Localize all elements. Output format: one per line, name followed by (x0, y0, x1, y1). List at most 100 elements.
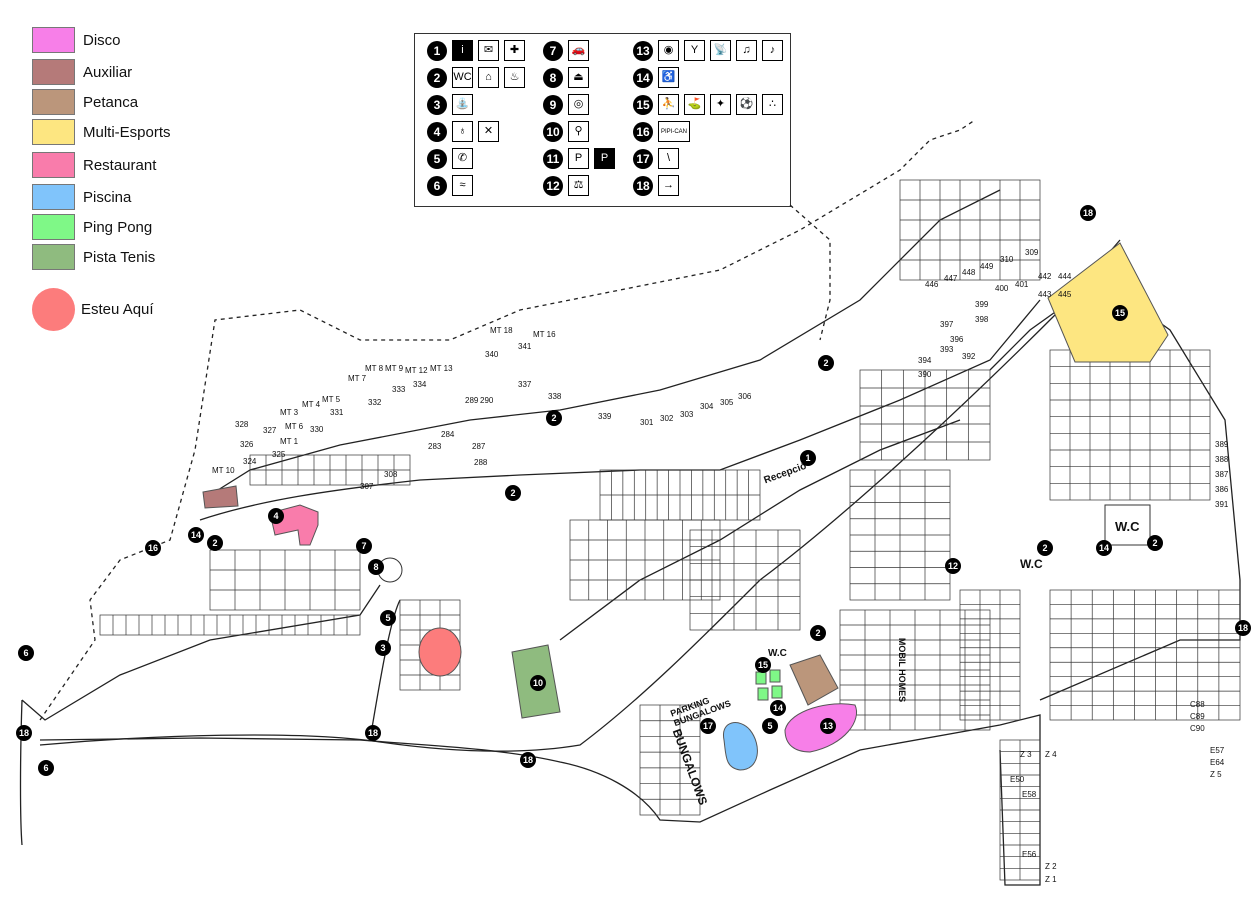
plot-label: 328 (235, 420, 249, 429)
map-marker-2: 2 (505, 485, 521, 501)
map-marker-15: 15 (755, 657, 771, 673)
map-marker-18: 18 (16, 725, 32, 741)
plot-label: 394 (918, 356, 932, 365)
plot-label: 307 (360, 482, 374, 491)
key-number: 14 (633, 67, 653, 88)
plot-label: 310 (1000, 255, 1014, 264)
plot-label: Z 1 (1045, 875, 1057, 884)
wheelchair-icon: ♿ (658, 67, 679, 88)
swatch (32, 89, 75, 115)
washing-machine-icon: ◎ (568, 94, 589, 115)
plot-label: E56 (1022, 850, 1037, 859)
map-marker-2: 2 (1037, 540, 1053, 556)
plot-label: MT 13 (430, 364, 453, 373)
plot-block (639, 704, 701, 816)
tennis-icon: ⚲ (568, 121, 589, 142)
main-road (39, 239, 1121, 752)
map-marker-13: 13 (820, 718, 836, 734)
plot-label: 308 (384, 470, 398, 479)
legend-item-pista-tenis: Pista Tenis (32, 244, 155, 270)
football-icon: ⚽ (736, 94, 757, 115)
plot-label: 448 (962, 268, 976, 277)
key-item-12: 12⚖ (543, 175, 589, 196)
plot-label: Z 4 (1045, 750, 1057, 759)
petanque-icon: ∴ (762, 94, 783, 115)
plot-label: E57 (1210, 746, 1225, 755)
legend-item-restaurant: Restaurant (32, 152, 156, 178)
plot-label: 399 (975, 300, 989, 309)
bar-icon: ♁ (452, 121, 473, 142)
minigolf-icon: ⛳ (684, 94, 705, 115)
map-marker-2: 2 (546, 410, 562, 426)
wc-label: W.C (1115, 519, 1140, 534)
plot-label: MT 1 (280, 437, 299, 446)
plot-label: 447 (944, 274, 958, 283)
map-marker-5: 5 (762, 718, 778, 734)
ping-pong-table (769, 669, 781, 683)
plot-label: C90 (1190, 724, 1205, 733)
key-item-6: 6≈ (427, 175, 473, 196)
plot-label: MT 9 (385, 364, 404, 373)
legend-item-multi-esports: Multi-Esports (32, 119, 171, 145)
plot-label: MT 6 (285, 422, 304, 431)
plot-label: 327 (263, 426, 277, 435)
iron-icon: ⏏ (568, 67, 589, 88)
plot-label: 304 (700, 402, 714, 411)
playground-icon: ⚖ (568, 175, 589, 196)
plot-label: 284 (441, 430, 455, 439)
disco-icon: ◉ (658, 40, 679, 61)
plot-label: 324 (243, 457, 257, 466)
legend-item-esteu-aqui: Esteu Aquí (32, 288, 154, 331)
plot-block (899, 179, 1041, 281)
wc-building (1104, 504, 1151, 546)
key-number: 4 (427, 121, 447, 142)
legend-item-ping-pong: Ping Pong (32, 214, 152, 240)
plot-block (1049, 589, 1241, 721)
map-marker-8: 8 (368, 559, 384, 575)
map-marker-16: 16 (145, 540, 161, 556)
plot-label: 401 (1015, 280, 1029, 289)
plot-label: MT 16 (533, 330, 556, 339)
plot-label: 337 (518, 380, 532, 389)
plot-label: MT 7 (348, 374, 367, 383)
music-icon: ♫ (736, 40, 757, 61)
telephone-icon: ✆ (452, 148, 473, 169)
plot-label: 400 (995, 284, 1009, 293)
map-marker-7: 7 (356, 538, 372, 554)
plot-label: 398 (975, 315, 989, 324)
plot-label: 442 (1038, 272, 1052, 281)
key-item-10: 10⚲ (543, 121, 589, 142)
cocktail-icon: Y (684, 40, 705, 61)
key-number: 7 (543, 40, 563, 61)
plot-label: 306 (738, 392, 752, 401)
key-number: 8 (543, 67, 563, 88)
plot-label: MT 18 (490, 326, 513, 335)
ping-pong-table (755, 671, 767, 685)
plot-label: 389 (1215, 440, 1229, 449)
map-marker-18: 18 (520, 752, 536, 768)
plot-label: 331 (330, 408, 344, 417)
plot-label: 445 (1058, 290, 1072, 299)
key-item-4: 4♁✕ (427, 121, 499, 142)
plot-label: 387 (1215, 470, 1229, 479)
plot-label: 325 (272, 450, 286, 459)
plot-label: 339 (598, 412, 612, 421)
key-number: 1 (427, 40, 447, 61)
key-item-9: 9◎ (543, 94, 589, 115)
plot-label: 305 (720, 398, 734, 407)
legend-label: Auxiliar (83, 63, 133, 81)
east-boundary (989, 279, 1241, 701)
map-marker-6: 6 (38, 760, 54, 776)
plot-label: Z 5 (1210, 770, 1222, 779)
multi-esports-area (1047, 242, 1169, 363)
map-marker-18: 18 (1080, 205, 1096, 221)
map-marker-10: 10 (530, 675, 546, 691)
swatch (32, 119, 75, 145)
wc-label: W.C (768, 648, 787, 659)
map-marker-1: 1 (800, 450, 816, 466)
map-marker-14: 14 (770, 700, 786, 716)
key-number: 17 (633, 148, 653, 169)
plot-label: 386 (1215, 485, 1229, 494)
plot-label: 301 (640, 418, 654, 427)
